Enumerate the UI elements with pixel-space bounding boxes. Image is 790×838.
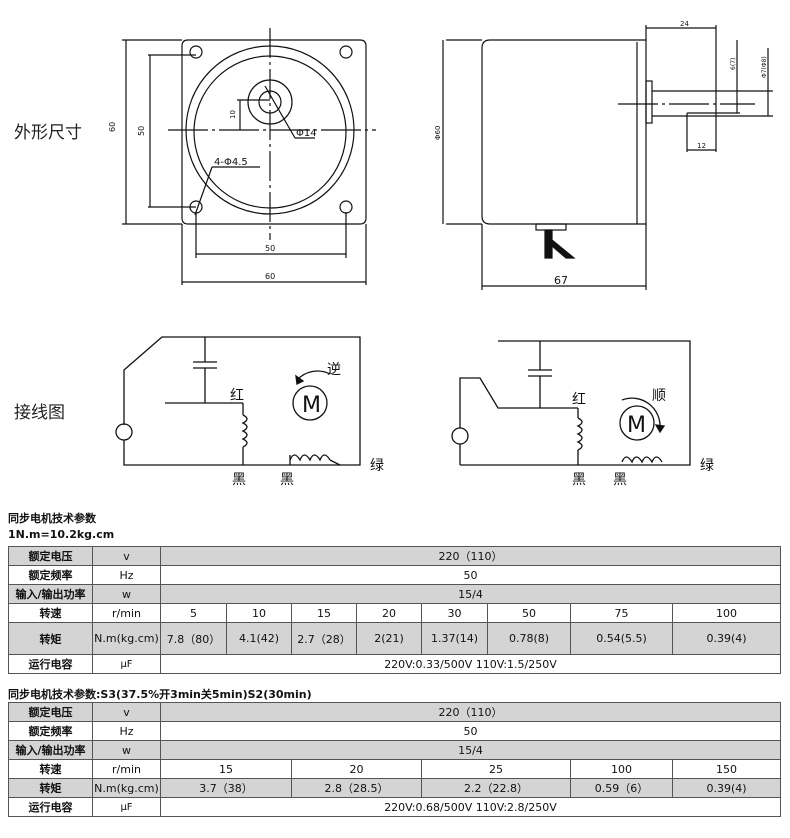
svg-text:M: M — [302, 393, 321, 418]
dim-height: 60 — [108, 122, 117, 132]
table1-note: 1N.m=10.2kg.cm — [8, 528, 115, 541]
svg-text:M: M — [627, 413, 646, 438]
dim-shaft-len: 24 — [680, 20, 689, 28]
side-view-drawing: 24 6(7) Φ7(Φ8) 12 67 Φ60 — [434, 20, 773, 290]
motor-icon — [292, 385, 328, 421]
power-terminal-icon — [115, 423, 133, 441]
dim-boss-dia: Φ14 — [296, 128, 317, 139]
wiring-diagram-left: M 逆 红 黑 黑 绿 — [115, 336, 384, 488]
mount-hole-icons — [189, 45, 353, 214]
wiring-diagram-right: M 顺 红 黑 黑 绿 — [451, 340, 714, 488]
dim-hole-pitch-v: 50 — [137, 126, 146, 136]
dim-holes: 4-Φ4.5 — [214, 157, 248, 168]
wiring-label: 接线图 — [14, 403, 65, 423]
dim-shaft-offset: 10 — [229, 110, 237, 119]
table2-title: 同步电机技术参数:S3(37.5%开3min关5min)S2(30min) — [8, 688, 312, 701]
dim-flat: 6(7) — [730, 58, 737, 70]
svg-text:顺: 顺 — [652, 388, 666, 404]
svg-text:黑: 黑 — [232, 472, 246, 488]
svg-text:绿: 绿 — [700, 458, 714, 474]
svg-text:红: 红 — [572, 392, 586, 408]
dim-body-len: 67 — [554, 274, 568, 287]
dim-width: 60 — [265, 272, 275, 281]
svg-text:红: 红 — [230, 388, 244, 404]
svg-text:黑: 黑 — [572, 472, 586, 488]
dim-shaft-dia: Φ7(Φ8) — [761, 56, 768, 78]
front-view-drawing: 60 50 50 60 10 Φ14 4-Φ4.5 — [108, 28, 376, 285]
dim-hole-pitch-h: 50 — [265, 244, 275, 253]
svg-text:黑: 黑 — [613, 472, 627, 488]
power-terminal-icon — [451, 427, 469, 445]
dim-body-dia: Φ60 — [434, 126, 442, 140]
svg-text:绿: 绿 — [370, 458, 384, 474]
svg-text:逆: 逆 — [327, 362, 341, 378]
table1-title: 同步电机技术参数 — [8, 512, 96, 525]
dim-flat-len: 12 — [697, 142, 706, 150]
motor-icon — [619, 405, 655, 441]
svg-text:黑: 黑 — [280, 472, 294, 488]
dimensions-label: 外形尺寸 — [14, 123, 82, 143]
